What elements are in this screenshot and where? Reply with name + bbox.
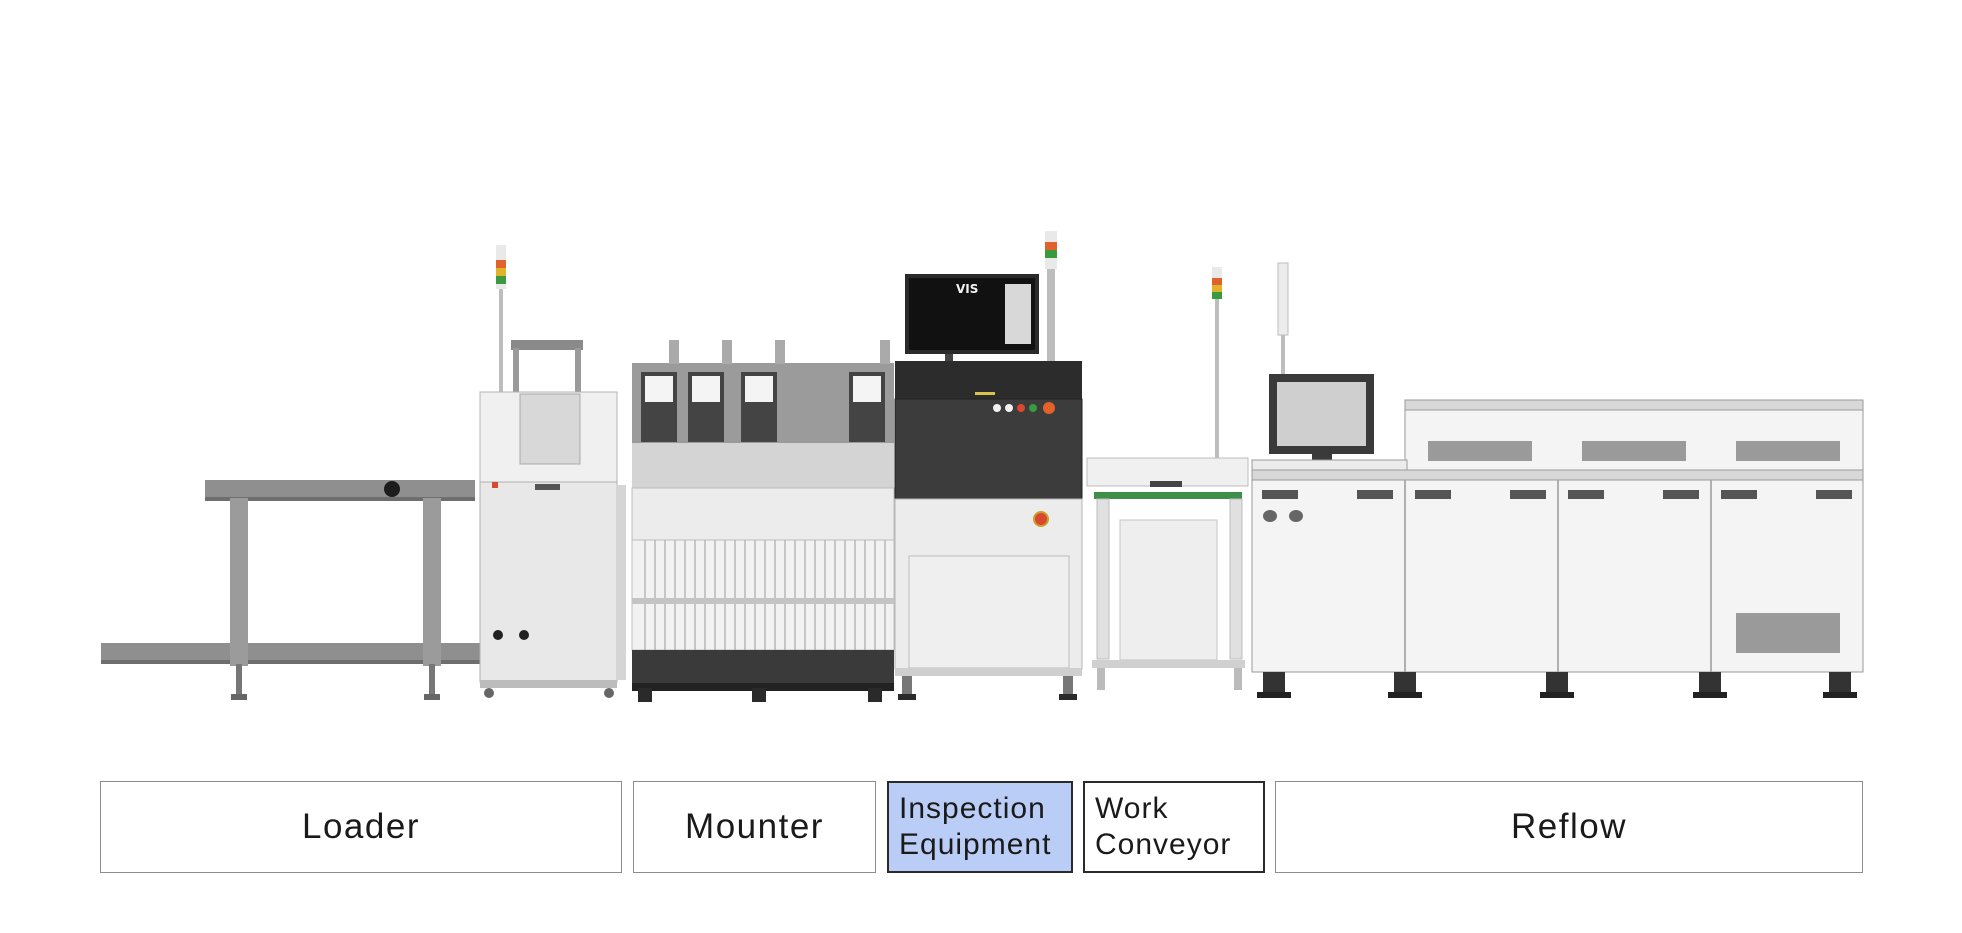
tab-work-conveyor-line-2: Conveyor [1095,828,1232,861]
tab-mounter[interactable]: Mounter [633,781,876,873]
tab-loader-label: Loader [302,807,420,846]
tab-inspection-equipment[interactable]: Inspection Equipment [887,781,1073,873]
reflow-machine-image [1251,262,1864,698]
tab-work-conveyor-line-1: Work [1095,792,1169,825]
loader-machine-image [101,245,626,700]
tab-loader[interactable]: Loader [100,781,622,873]
production-line-illustration: VIS [101,231,1864,702]
tab-inspection-equipment-line-1: Inspection [899,792,1046,825]
mounter-machine-image [631,340,895,702]
tab-work-conveyor[interactable]: Work Conveyor [1083,781,1265,873]
tab-reflow[interactable]: Reflow [1275,781,1863,873]
tab-mounter-label: Mounter [685,807,824,846]
work-conveyor-image [1086,267,1249,690]
inspection-machine-image: VIS [894,231,1083,700]
tab-inspection-equipment-line-2: Equipment [899,828,1052,861]
tab-reflow-label: Reflow [1511,807,1627,846]
monitor-logo-text: VIS [956,282,978,296]
